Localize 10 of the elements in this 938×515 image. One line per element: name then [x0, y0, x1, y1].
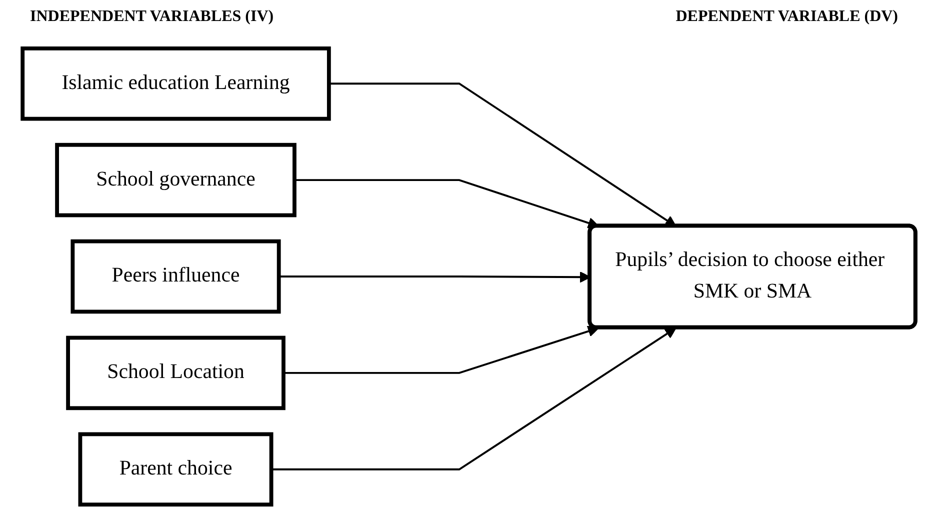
column-heading: DEPENDENT VARIABLE (DV) — [676, 8, 898, 27]
arrow — [271, 327, 676, 470]
node-box: School governance — [55, 142, 296, 218]
node-box: School Location — [66, 336, 286, 410]
arrow — [294, 179, 600, 228]
arrow — [283, 326, 600, 374]
column-heading: INDEPENDENT VARIABLES (IV) — [30, 8, 274, 27]
node-box: Islamic education Learning — [20, 46, 331, 121]
node-box: Parent choice — [78, 432, 274, 507]
node-box: Peers influence — [70, 239, 281, 314]
